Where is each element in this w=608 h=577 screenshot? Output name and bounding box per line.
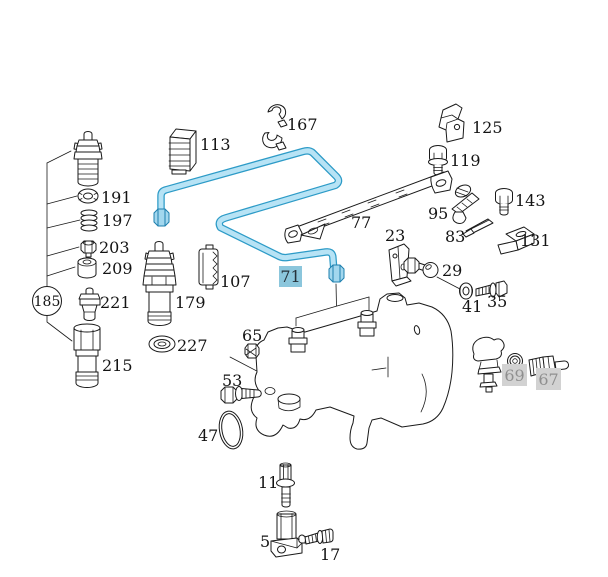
part-label-179[interactable]: 179 [175,293,206,312]
part-label-69-bg [502,364,527,386]
part-label-41[interactable]: 41 [462,297,482,316]
part-209-bushing-drawing [77,257,97,279]
part-179-injector-drawing [142,241,177,326]
part-label-17[interactable]: 17 [320,545,340,564]
callout-leader-lines [46,150,461,381]
part-label-125[interactable]: 125 [472,118,503,137]
injection-line-union-nut-right [328,264,345,283]
part-107-pad-drawing [198,244,219,290]
part-label-23[interactable]: 23 [385,226,405,245]
part-label-167[interactable]: 167 [287,115,318,134]
part-65-nut-drawing [244,343,260,359]
part-label-197[interactable]: 197 [102,211,133,230]
part-71-injection-line-drawing[interactable] [153,147,345,283]
part-221-nozzle-drawing [78,287,101,321]
part-label-11[interactable]: 11 [258,473,278,492]
part-number-labels: 113 167 125 119 191 197 203 209 185 221 … [34,115,551,564]
injection-line-fill [158,148,341,269]
part-167-clamp-halves-drawing [262,104,288,151]
part-label-131[interactable]: 131 [520,231,551,250]
part-overflow-valve-drawing [472,336,505,393]
part-47-o-ring-drawing [218,410,244,450]
part-113-clamp-block-drawing [168,128,197,175]
part-77-holder-bar-drawing [284,170,453,244]
part-17-bolt-drawing [298,528,334,545]
part-227-seal-ring-drawing [148,335,176,353]
part-label-209[interactable]: 209 [102,259,133,278]
part-label-53[interactable]: 53 [222,371,242,390]
part-label-95[interactable]: 95 [428,204,448,223]
part-203-nut-drawing [80,240,97,258]
part-41-grommet-drawing [459,282,473,300]
part-label-227[interactable]: 227 [177,336,208,355]
part-label-69: 69 [504,366,524,385]
part-23-bracket-drawing [388,243,412,287]
part-label-107[interactable]: 107 [220,272,251,291]
part-label-67: 67 [538,370,558,389]
part-53-banjo-bolt-drawing [220,386,262,404]
injection-line-union-nut-left [153,208,170,227]
part-185-callout-circle[interactable] [32,286,62,316]
part-label-221[interactable]: 221 [100,293,131,312]
part-label-5[interactable]: 5 [260,532,270,551]
part-label-203[interactable]: 203 [99,238,130,257]
part-label-71[interactable]: 71 [280,267,300,286]
part-label-71-bg [279,266,302,287]
part-label-83[interactable]: 83 [445,227,465,246]
part-95-clamp-drawing [451,184,480,224]
part-131-bracket-drawing [497,226,535,255]
part-label-113[interactable]: 113 [200,135,231,154]
part-label-65[interactable]: 65 [242,326,262,345]
part-11-stud-drawing [276,462,295,508]
part-35-bolt-drawing [475,280,508,298]
part-label-119[interactable]: 119 [450,151,481,170]
part-143-bolt-drawing [495,188,513,216]
part-injector-assembly-drawing [73,131,103,187]
part-label-35[interactable]: 35 [487,292,507,311]
part-29-screw-drawing [403,257,439,278]
part-label-215[interactable]: 215 [102,356,133,375]
part-191-washer-drawing [77,188,99,204]
part-label-67-disabled: 67 [536,368,561,390]
part-label-71-highlighted[interactable]: 71 [279,266,302,287]
part-label-29[interactable]: 29 [442,261,462,280]
part-label-67-bg [536,368,561,390]
part-label-191[interactable]: 191 [101,188,132,207]
part-injection-pump-body-drawing [250,292,454,450]
part-215-nozzle-holder-drawing [73,323,101,388]
part-label-47[interactable]: 47 [198,426,218,445]
part-125-bracket-drawing [438,103,465,143]
part-197-spring-drawing [80,209,98,232]
part-label-77[interactable]: 77 [351,213,371,232]
part-83-clip-drawing [462,218,494,238]
part-label-185[interactable]: 185 [34,294,61,310]
part-119-bolt-drawing [428,145,448,176]
part-label-69-disabled: 69 [502,364,527,386]
part-label-143[interactable]: 143 [515,191,546,210]
part-5-pump-element-drawing [270,510,303,558]
